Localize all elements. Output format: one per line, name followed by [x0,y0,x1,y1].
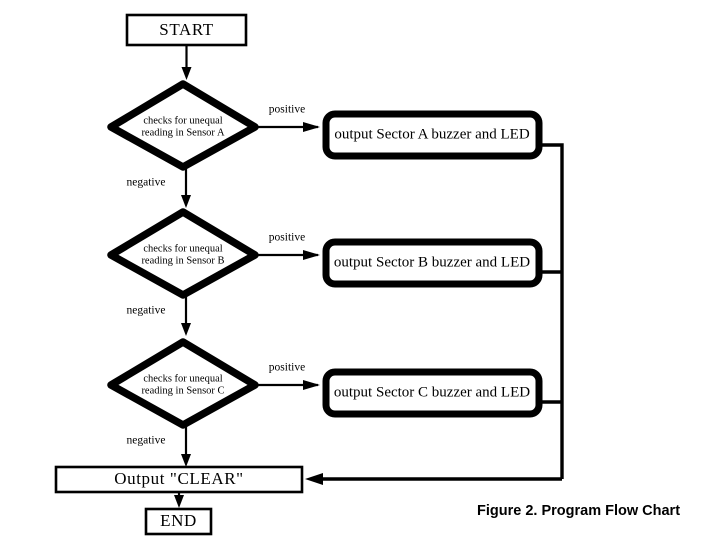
edge-label-positive-b: positive [269,232,305,244]
node-end: END [144,507,213,536]
start-label: START [159,20,213,39]
end-box [144,507,213,536]
arrow-head-icon [174,495,184,508]
decision-b-label-line2: reading in Sensor B [141,255,224,266]
node-out-b: output Sector B buzzer and LED [322,238,543,288]
output-a-box [322,110,543,160]
edge-label-negative-a: negative [127,177,166,189]
arrow-head-icon [305,473,323,485]
arrow-head-icon [303,380,320,390]
arrow-head-icon [181,323,191,336]
arrow-head-icon [181,67,192,80]
output-b-label: output Sector B buzzer and LED [334,254,530,270]
node-start: START [125,13,248,47]
edge-start-to-check-a [181,45,192,80]
decision-b-diamond [107,208,259,299]
decision-c-diamond [107,338,259,429]
edge-label-positive-a: positive [269,104,305,116]
edge-check-b-negative: negative [127,296,191,336]
edge-check-c-positive: positive [256,362,320,390]
edge-check-b-positive: positive [256,232,320,260]
arrow-head-icon [181,454,191,467]
output-c-box [322,368,543,418]
figure-caption: Figure 2. Program Flow Chart [477,503,681,519]
edge-bus-to-clear [305,473,562,485]
output-c-label: output Sector C buzzer and LED [334,384,530,400]
decision-b-label-line1: checks for unequal [143,243,222,254]
edge-check-a-positive: positive [256,104,320,132]
node-check-b: checks for unequal reading in Sensor B [107,208,259,299]
edge-label-positive-c: positive [269,362,305,374]
decision-c-label-line2: reading in Sensor C [141,385,224,396]
edge-label-negative-b: negative [127,305,166,317]
node-clear: Output "CLEAR" [54,465,304,494]
edge-label-negative-c: negative [127,435,166,447]
clear-label: Output "CLEAR" [114,469,243,488]
decision-a-label-line2: reading in Sensor A [141,127,225,138]
decision-a-diamond [107,80,259,171]
end-label: END [160,511,197,530]
node-check-a: checks for unequal reading in Sensor A [107,80,259,171]
arrow-head-icon [303,250,320,260]
edge-out-a-to-bus [542,143,564,479]
node-out-c: output Sector C buzzer and LED [322,368,543,418]
arrow-head-icon [181,195,191,208]
decision-c-label-line1: checks for unequal [143,373,222,384]
arrow-head-icon [303,122,320,132]
output-b-box [322,238,543,288]
output-a-label: output Sector A buzzer and LED [334,126,530,142]
edge-clear-to-end [174,492,184,508]
edge-check-a-negative: negative [127,168,191,208]
node-out-a: output Sector A buzzer and LED [322,110,543,160]
node-check-c: checks for unequal reading in Sensor C [107,338,259,429]
edge-check-c-negative: negative [127,426,191,467]
decision-a-label-line1: checks for unequal [143,115,222,126]
